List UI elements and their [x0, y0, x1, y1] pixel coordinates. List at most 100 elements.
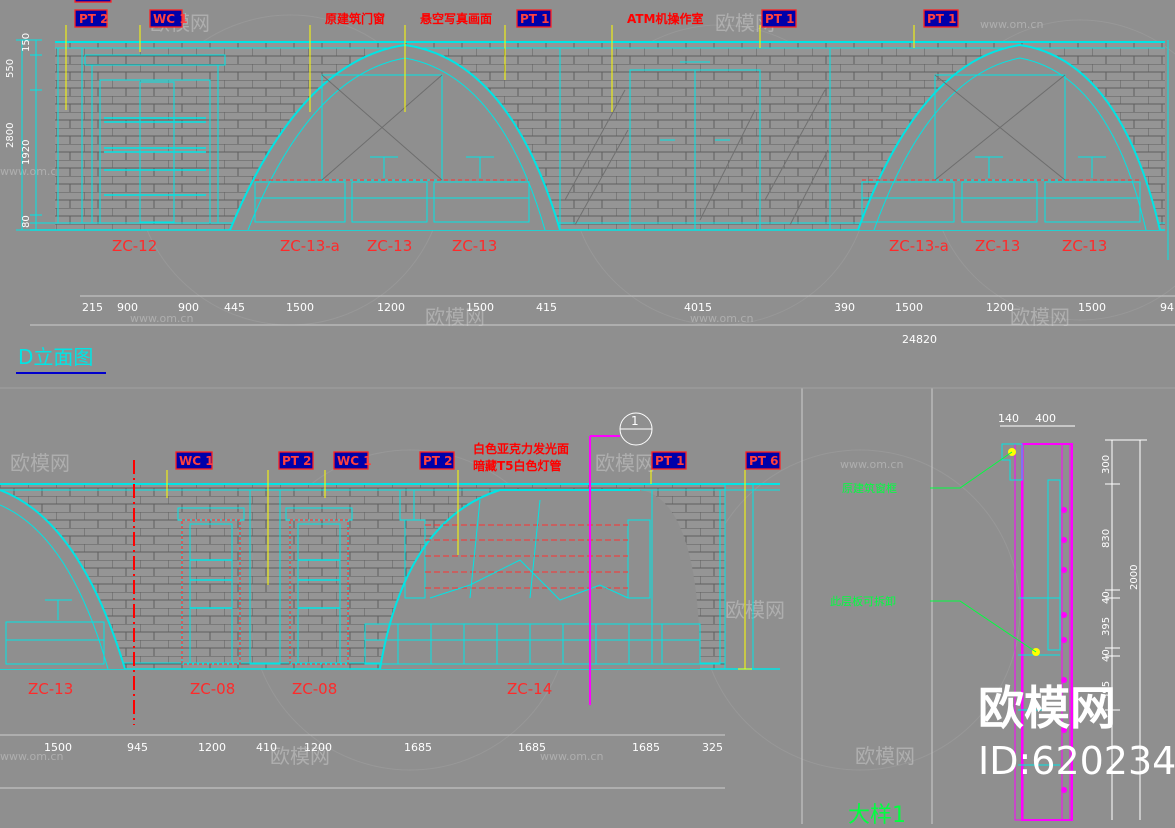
- watermark-id: ID:620234: [978, 739, 1175, 783]
- zc-code: ZC-13: [1062, 237, 1107, 255]
- svg-text:900: 900: [117, 301, 138, 314]
- watermark-site: www.om.cn: [130, 312, 193, 325]
- section-marker-number: 1: [631, 414, 639, 428]
- svg-text:945: 945: [127, 741, 148, 754]
- svg-text:40: 40: [1101, 591, 1112, 604]
- svg-text:WC 1: WC 1: [153, 12, 188, 26]
- note-removable-shelf: 此层板可拆卸: [830, 594, 896, 608]
- material-tag: PT 6: [745, 451, 781, 470]
- zc-code: ZC-08: [292, 680, 337, 698]
- svg-text:1685: 1685: [632, 741, 660, 754]
- svg-text:150: 150: [21, 33, 32, 52]
- watermark-site: www.om.cn: [980, 18, 1043, 31]
- svg-text:PT 2: PT 2: [282, 454, 312, 468]
- svg-text:PT 2: PT 2: [423, 454, 453, 468]
- note-original-doors-windows: 原建筑门窗: [325, 11, 385, 26]
- svg-text:1500: 1500: [895, 301, 923, 314]
- note-window-frame: 原建筑窗框: [842, 481, 897, 495]
- svg-text:1200: 1200: [198, 741, 226, 754]
- svg-text:1685: 1685: [518, 741, 546, 754]
- watermark-site: www.om.cn: [0, 750, 63, 763]
- zc-code: ZC-13: [28, 680, 73, 698]
- note-acrylic-panel: 白色亚克力发光面: [473, 441, 569, 456]
- material-tag: PT 1: [516, 9, 552, 28]
- detail-title: 大样1: [848, 803, 906, 824]
- zc-code: ZC-13: [452, 237, 497, 255]
- svg-text:1685: 1685: [404, 741, 432, 754]
- svg-text:PT 1: PT 1: [655, 454, 685, 468]
- zc-code: ZC-13: [367, 237, 412, 255]
- zc-code: ZC-13: [975, 237, 1020, 255]
- svg-text:4015: 4015: [684, 301, 712, 314]
- svg-text:1200: 1200: [304, 741, 332, 754]
- bottom-zc-codes: ZC-13 ZC-08 ZC-08 ZC-14: [28, 680, 552, 698]
- svg-text:80: 80: [21, 215, 32, 228]
- svg-text:PT 1: PT 1: [520, 12, 550, 26]
- svg-text:1500: 1500: [466, 301, 494, 314]
- zc-code: ZC-08: [190, 680, 235, 698]
- svg-text:550: 550: [5, 59, 16, 78]
- svg-text:410: 410: [256, 741, 277, 754]
- zc-code: ZC-12: [112, 237, 157, 255]
- section-title: D立面图: [18, 345, 93, 369]
- svg-text:PT 6: PT 6: [749, 454, 779, 468]
- svg-text:325: 325: [702, 741, 723, 754]
- svg-text:94: 94: [1160, 301, 1174, 314]
- svg-text:PT 2: PT 2: [79, 12, 109, 26]
- zc-code: ZC-13-a: [889, 237, 949, 255]
- svg-text:1200: 1200: [377, 301, 405, 314]
- watermark-brand: 欧模网: [10, 451, 70, 475]
- watermark-big-brand: 欧模网: [978, 681, 1116, 735]
- watermark-site: www.om.cn: [0, 165, 63, 178]
- svg-text:1200: 1200: [986, 301, 1014, 314]
- material-tag: PT 1: [923, 9, 959, 28]
- material-tag: PT 2: [419, 451, 455, 470]
- top-notes: 原建筑门窗 悬空写真画面 ATM机操作室: [325, 11, 703, 26]
- left-vertical-dimensions: 550 150 1920 2800 80: [5, 33, 32, 228]
- svg-text:400: 400: [1035, 412, 1056, 425]
- svg-text:415: 415: [536, 301, 557, 314]
- zc-code: ZC-13-a: [280, 237, 340, 255]
- watermark-brand: 欧模网: [855, 744, 915, 768]
- svg-text:390: 390: [834, 301, 855, 314]
- note-atm-room: ATM机操作室: [627, 11, 703, 26]
- watermark-site: www.om.cn: [690, 312, 753, 325]
- note-hidden-t5-tube: 暗藏T5白色灯管: [473, 458, 562, 473]
- svg-text:215: 215: [82, 301, 103, 314]
- top-dimension-row: 215 900 900 445 1500 1200 1500 415 4015 …: [30, 295, 1175, 346]
- svg-text:1500: 1500: [1078, 301, 1106, 314]
- zc-code: ZC-14: [507, 680, 552, 698]
- svg-text:445: 445: [224, 301, 245, 314]
- svg-text:PT 1: PT 1: [927, 12, 957, 26]
- svg-text:1920: 1920: [21, 140, 32, 165]
- bottom-dimension-row: 1500 945 1200 410 1200 1685 1685 1685 32…: [0, 734, 725, 789]
- svg-text:40: 40: [1101, 649, 1112, 662]
- svg-text:395: 395: [1101, 617, 1112, 636]
- top-elevation: [16, 25, 1169, 260]
- svg-text:WC 1: WC 1: [337, 454, 372, 468]
- material-tag: PT 2: [74, 9, 109, 28]
- svg-text:140: 140: [998, 412, 1019, 425]
- material-tag: WC 1: [333, 451, 372, 470]
- watermark-brand: 欧模网: [725, 598, 785, 622]
- svg-text:395: 395: [1101, 681, 1112, 700]
- bottom-material-tags: WC 1 PT 2 WC 1 PT 2 PT 1 PT 6: [175, 451, 781, 470]
- watermark-brand: 欧模网: [595, 451, 655, 475]
- material-tag: WC 1: [175, 451, 214, 470]
- top-zc-codes: ZC-12 ZC-13-a ZC-13 ZC-13 ZC-13-a ZC-13 …: [112, 237, 1107, 255]
- watermark-site: www.om.cn: [540, 750, 603, 763]
- svg-text:1500: 1500: [286, 301, 314, 314]
- bottom-elevation: 1: [0, 412, 780, 725]
- svg-text:WC 1: WC 1: [179, 454, 214, 468]
- bottom-notes: 白色亚克力发光面 暗藏T5白色灯管: [473, 441, 569, 473]
- note-hanging-photo: 悬空写真画面: [419, 11, 492, 26]
- watermark-brand: 欧模网: [270, 744, 330, 768]
- svg-text:2800: 2800: [5, 123, 16, 148]
- top-material-tags: PT 2 WC 1 PT 1 PT 1 PT 1: [74, 0, 959, 28]
- svg-text:300: 300: [1101, 455, 1112, 474]
- watermark-badge: 欧模网 ID:620234: [978, 681, 1175, 783]
- watermark-site: www.om.cn: [840, 458, 903, 471]
- svg-text:900: 900: [178, 301, 199, 314]
